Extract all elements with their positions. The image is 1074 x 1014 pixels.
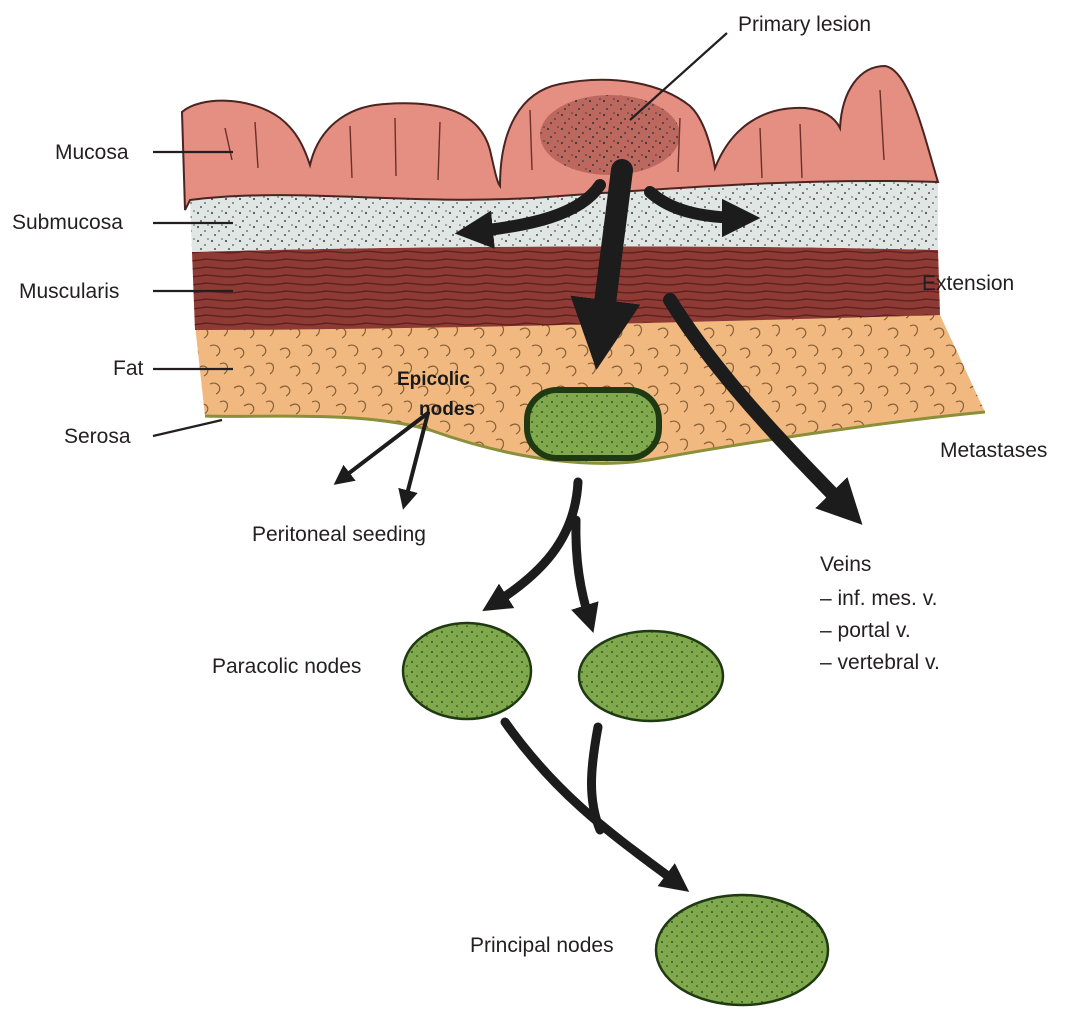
arrow-epicolic-to-paracolic-right (576, 520, 590, 622)
arrow-epicolic-to-paracolic-left (492, 482, 578, 605)
label-mucosa: Mucosa (55, 141, 129, 164)
primary-lesion-mass (540, 95, 680, 175)
label-peritoneal-seeding: Peritoneal seeding (252, 523, 426, 546)
paracolic-node-left (403, 623, 531, 719)
label-serosa: Serosa (64, 425, 131, 448)
label-vein-inf-mes: – inf. mes. v. (820, 587, 937, 610)
paracolic-node-right (579, 631, 723, 721)
leader-serosa (153, 420, 222, 436)
label-primary-lesion: Primary lesion (738, 13, 871, 36)
principal-node (656, 895, 828, 1005)
label-epicolic-line1: Epicolic (397, 369, 470, 390)
label-metastases: Metastases (940, 439, 1047, 462)
label-vein-vertebral: – vertebral v. (820, 651, 940, 674)
label-submucosa: Submucosa (12, 211, 123, 234)
label-veins-title: Veins (820, 553, 871, 576)
label-principal-nodes: Principal nodes (470, 934, 614, 957)
label-vein-portal: – portal v. (820, 619, 911, 642)
label-fat: Fat (113, 357, 144, 380)
label-extension: Extension (922, 272, 1014, 295)
label-muscularis: Muscularis (19, 280, 119, 303)
label-paracolic-nodes: Paracolic nodes (212, 655, 361, 678)
epicolic-node (527, 390, 659, 458)
label-epicolic-line2: nodes (419, 399, 475, 420)
arrow-paracolic-right-to-principal (592, 727, 601, 830)
